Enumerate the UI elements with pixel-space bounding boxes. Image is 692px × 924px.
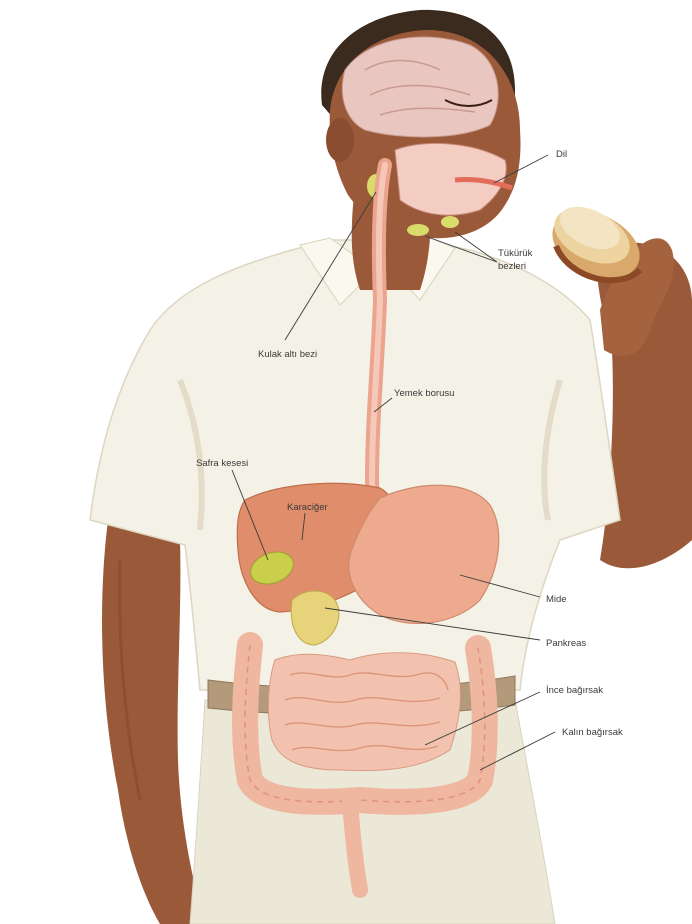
label-dil: Dil xyxy=(556,149,567,160)
label-tukuruk-1: Tükürük xyxy=(498,248,533,259)
label-kulak-alti: Kulak altı bezi xyxy=(258,349,317,360)
label-ince-bagirsak: İnce bağırsak xyxy=(546,685,603,696)
small-intestine xyxy=(268,653,460,771)
label-kalin-bagirsak: Kalın bağırsak xyxy=(562,727,623,738)
label-pankreas: Pankreas xyxy=(546,638,586,649)
rectum xyxy=(350,800,360,890)
label-mide: Mide xyxy=(546,594,567,605)
label-safra-kesesi: Safra kesesi xyxy=(196,458,248,469)
label-yemek-borusu: Yemek borusu xyxy=(394,388,454,399)
label-karaciger: Karaciğer xyxy=(287,502,328,513)
label-tukuruk-2: bezleri xyxy=(498,261,526,272)
